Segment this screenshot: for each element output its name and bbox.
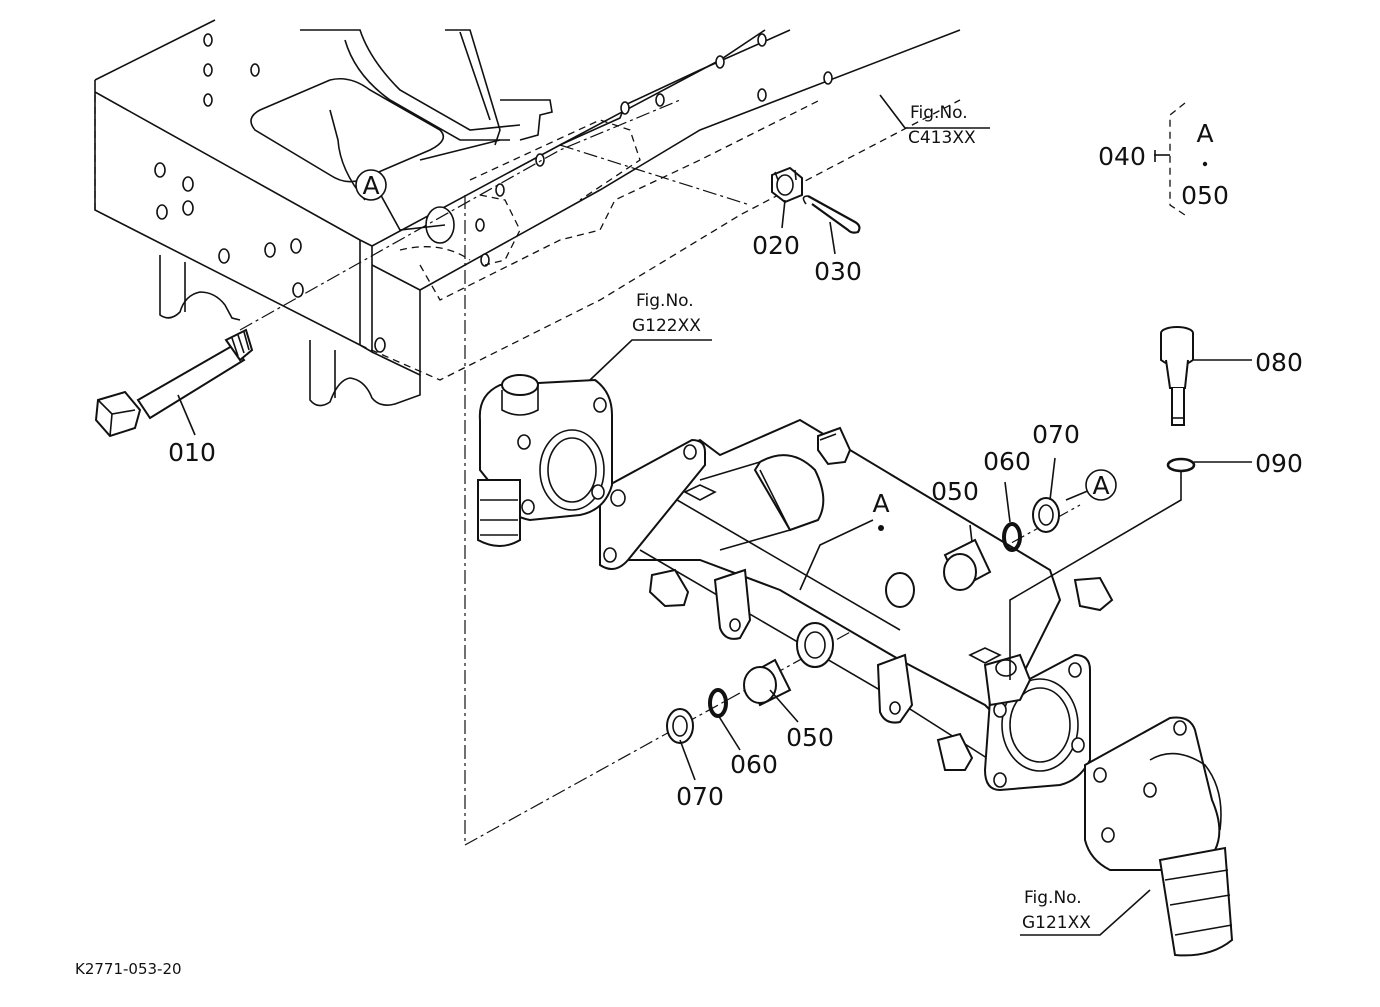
breather-plug-080	[1160, 326, 1194, 426]
callout-070-upper[interactable]: 070	[1032, 420, 1080, 449]
plug-bolts	[648, 426, 1114, 771]
circle-a-frame: A	[355, 169, 387, 201]
cotter-pin-030	[802, 195, 861, 234]
axle-label-a: A	[872, 489, 889, 518]
callout-030[interactable]: 030	[814, 257, 862, 286]
circle-a-frame-text: A	[362, 171, 379, 200]
front-axle-housing	[598, 418, 1091, 792]
fig-ref-c413[interactable]: Fig.No. C413XX	[908, 103, 976, 148]
bushing-050-lower	[743, 658, 792, 707]
callout-060-lower[interactable]: 060	[730, 750, 778, 779]
fig-ref-g121[interactable]: Fig.No. G121XX	[1022, 888, 1091, 933]
fig-ref-g121-label: Fig.No.	[1024, 888, 1082, 908]
callout-020[interactable]: 020	[752, 231, 800, 260]
circle-a-axle: A	[1085, 469, 1117, 501]
group-dot	[1202, 161, 1208, 167]
axle-dot	[878, 525, 884, 531]
right-steering-knuckle	[1084, 716, 1234, 957]
group-label-a: A	[1196, 119, 1213, 148]
callout-090[interactable]: 090	[1255, 449, 1303, 478]
o-ring-060-upper	[1002, 522, 1022, 552]
callout-050-lower[interactable]: 050	[786, 723, 834, 752]
callout-080[interactable]: 080	[1255, 348, 1303, 377]
drawing-reference-code: K2771-053-20	[75, 960, 182, 978]
callout-050-group[interactable]: 050	[1181, 181, 1229, 210]
bushing-050-upper	[943, 538, 992, 591]
fig-ref-g122-code: G122XX	[632, 316, 701, 336]
castle-nut-020	[771, 166, 803, 204]
fig-ref-g122-label: Fig.No.	[636, 291, 694, 311]
o-ring-090	[1166, 457, 1196, 473]
frame-holes	[154, 33, 833, 353]
callout-010[interactable]: 010	[168, 438, 216, 467]
fig-ref-g122[interactable]: Fig.No. G122XX	[632, 291, 701, 336]
left-steering-knuckle	[477, 374, 613, 547]
part-callouts: 010 020 030 040 050 050 050 060 060 070 …	[168, 142, 1303, 811]
seal-070-lower	[666, 708, 694, 744]
seal-070-upper	[1032, 497, 1060, 533]
callout-060-upper[interactable]: 060	[983, 447, 1031, 476]
fig-ref-c413-code: C413XX	[908, 128, 976, 148]
callout-040[interactable]: 040	[1098, 142, 1146, 171]
group-bracket	[1169, 102, 1186, 216]
callout-070-lower[interactable]: 070	[676, 782, 724, 811]
pin-bolt-010	[94, 328, 254, 438]
fig-ref-c413-label: Fig.No.	[910, 103, 968, 123]
o-ring-060-lower	[708, 688, 728, 718]
callout-050-upper[interactable]: 050	[931, 477, 979, 506]
circle-a-axle-text: A	[1092, 471, 1109, 500]
fig-ref-g121-code: G121XX	[1022, 913, 1091, 933]
